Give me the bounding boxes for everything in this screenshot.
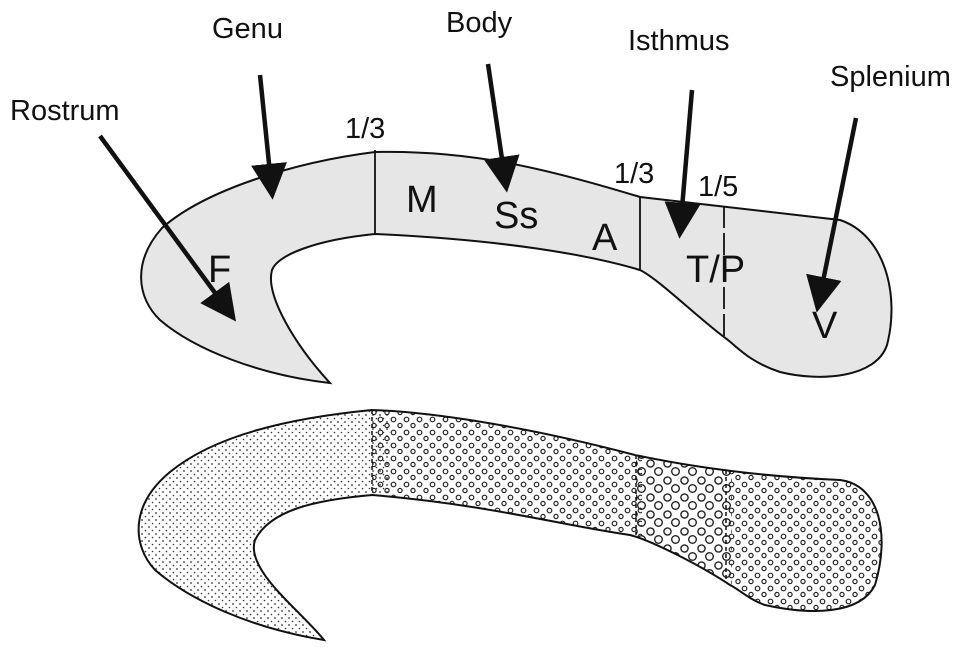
callout-label-rostrum: Rostrum bbox=[10, 95, 120, 127]
region-label-v: V bbox=[812, 305, 838, 347]
fraction-label-fifth: 1/5 bbox=[698, 171, 738, 203]
callout-label-isthmus: Isthmus bbox=[628, 25, 730, 57]
region-label-ss: Ss bbox=[494, 195, 538, 237]
callout-label-splenium: Splenium bbox=[830, 61, 951, 93]
upper-callosum-shape bbox=[141, 152, 891, 383]
callout-label-body: Body bbox=[446, 7, 513, 39]
fraction-label-first-third: 1/3 bbox=[345, 113, 385, 145]
fraction-label-second-third: 1/3 bbox=[614, 158, 654, 190]
region-label-m: M bbox=[406, 179, 438, 221]
region-label-tp: T/P bbox=[686, 249, 745, 291]
region-label-a: A bbox=[592, 217, 618, 259]
callout-label-genu: Genu bbox=[212, 13, 283, 45]
